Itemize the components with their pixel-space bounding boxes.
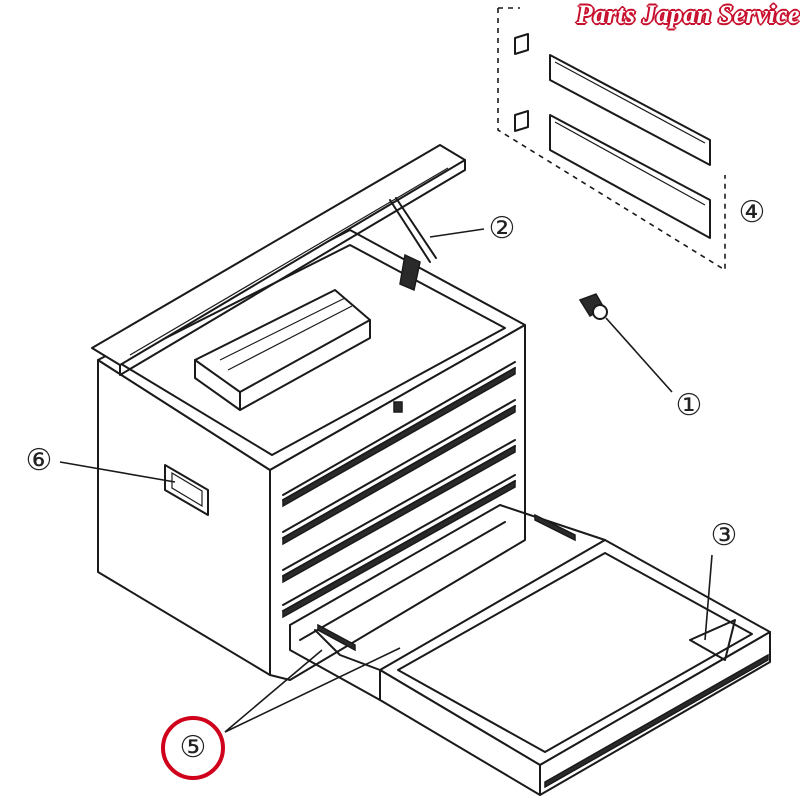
callout-4[interactable]: ④ <box>738 195 766 230</box>
brand-logo: Parts Japan Service <box>576 0 800 29</box>
callout-5[interactable]: ⑤ <box>179 730 207 765</box>
callout-6[interactable]: ⑥ <box>25 443 53 478</box>
top-tray <box>194 289 371 411</box>
callout-3[interactable]: ③ <box>710 518 738 553</box>
chest-lid <box>91 144 485 376</box>
callout-2[interactable]: ② <box>488 211 516 246</box>
leader-5b <box>224 647 401 733</box>
open-drawer <box>289 504 771 796</box>
part-5-slide-right <box>544 653 769 789</box>
leader-5a <box>224 649 323 733</box>
part-1-latch <box>578 293 673 393</box>
leader-6 <box>59 461 176 483</box>
callout-1[interactable]: ① <box>675 388 703 423</box>
part-5-slide-left <box>317 623 356 652</box>
highlight-ring <box>161 716 225 780</box>
part-4-divider-set <box>497 7 726 272</box>
